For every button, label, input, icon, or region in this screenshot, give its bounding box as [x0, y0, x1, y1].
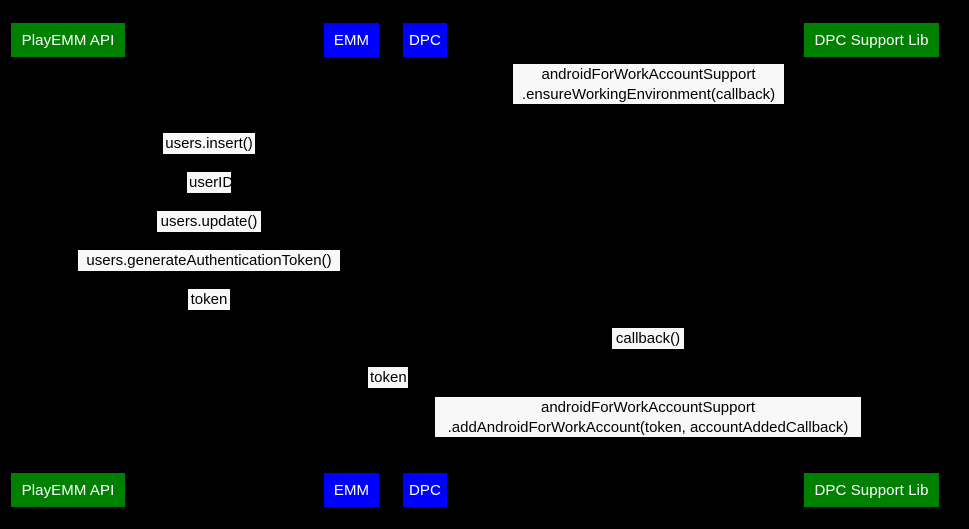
message-label-line: .ensureWorkingEnvironment(callback): [521, 85, 776, 103]
message-arrow-users-generate-authentication-token: [68, 273, 351, 274]
message-arrow-callback: [425, 351, 871, 352]
lifeline-playemm-api: [68, 57, 69, 473]
message-label-users-insert: users.insert(): [163, 133, 255, 154]
message-label-users-update: users.update(): [157, 211, 261, 232]
participant-label: EMM: [333, 481, 370, 499]
message-label-line: userID: [189, 174, 234, 191]
message-label-line: users.generateAuthenticationToken(): [86, 252, 332, 269]
participant-emm-footer[interactable]: EMM: [324, 473, 379, 507]
participant-label: PlayEMM API: [21, 481, 115, 499]
message-arrow-users-insert: [68, 156, 351, 157]
participant-dpc-support-lib-header[interactable]: DPC Support Lib: [804, 23, 939, 57]
message-label-line: .addAndroidForWorkAccount(token, account…: [447, 418, 849, 436]
message-label-add-android-for-work-account: androidForWorkAccountSupport .addAndroidF…: [435, 397, 861, 437]
participant-playemm-api-footer[interactable]: PlayEMM API: [11, 473, 125, 507]
message-label-users-generate-authentication-token: users.generateAuthenticationToken(): [78, 250, 340, 271]
participant-emm-header[interactable]: EMM: [324, 23, 379, 57]
message-arrow-token-to-dpc: [351, 390, 425, 391]
message-arrow-ensure-working-environment: [425, 106, 871, 107]
participant-label: DPC Support Lib: [814, 31, 929, 49]
participant-label: PlayEMM API: [21, 31, 115, 49]
participant-dpc-footer[interactable]: DPC: [403, 473, 447, 507]
message-label-line: androidForWorkAccountSupport: [541, 399, 755, 416]
message-label-line: token: [370, 369, 407, 386]
message-arrow-users-update: [68, 234, 351, 235]
participant-label: DPC: [409, 481, 441, 499]
lifeline-emm: [351, 57, 352, 473]
message-label-line: users.update(): [160, 213, 258, 230]
message-arrow-add-android-for-work-account: [425, 439, 871, 440]
message-label-line: androidForWorkAccountSupport: [541, 66, 756, 83]
message-label-line: token: [190, 291, 228, 308]
message-label-line: callback(): [615, 330, 681, 347]
lifeline-dpc-support-lib: [871, 57, 872, 473]
message-label-token-to-emm: token: [188, 289, 230, 310]
participant-dpc-header[interactable]: DPC: [403, 23, 447, 57]
message-label-line: users.insert(): [165, 135, 253, 152]
message-arrow-user-id: [68, 195, 351, 196]
participant-label: DPC Support Lib: [814, 481, 929, 499]
message-label-user-id: userID: [187, 172, 234, 193]
participant-label: DPC: [409, 31, 441, 49]
participant-label: EMM: [333, 31, 370, 49]
message-label-ensure-working-environment: androidForWorkAccountSupport .ensureWorki…: [513, 64, 784, 104]
message-label-callback: callback(): [612, 328, 684, 349]
message-label-token-to-dpc: token: [368, 367, 408, 388]
participant-playemm-api-header[interactable]: PlayEMM API: [11, 23, 125, 57]
lifeline-dpc: [425, 57, 426, 473]
message-arrow-token-to-emm: [68, 312, 351, 313]
participant-dpc-support-lib-footer[interactable]: DPC Support Lib: [804, 473, 939, 507]
